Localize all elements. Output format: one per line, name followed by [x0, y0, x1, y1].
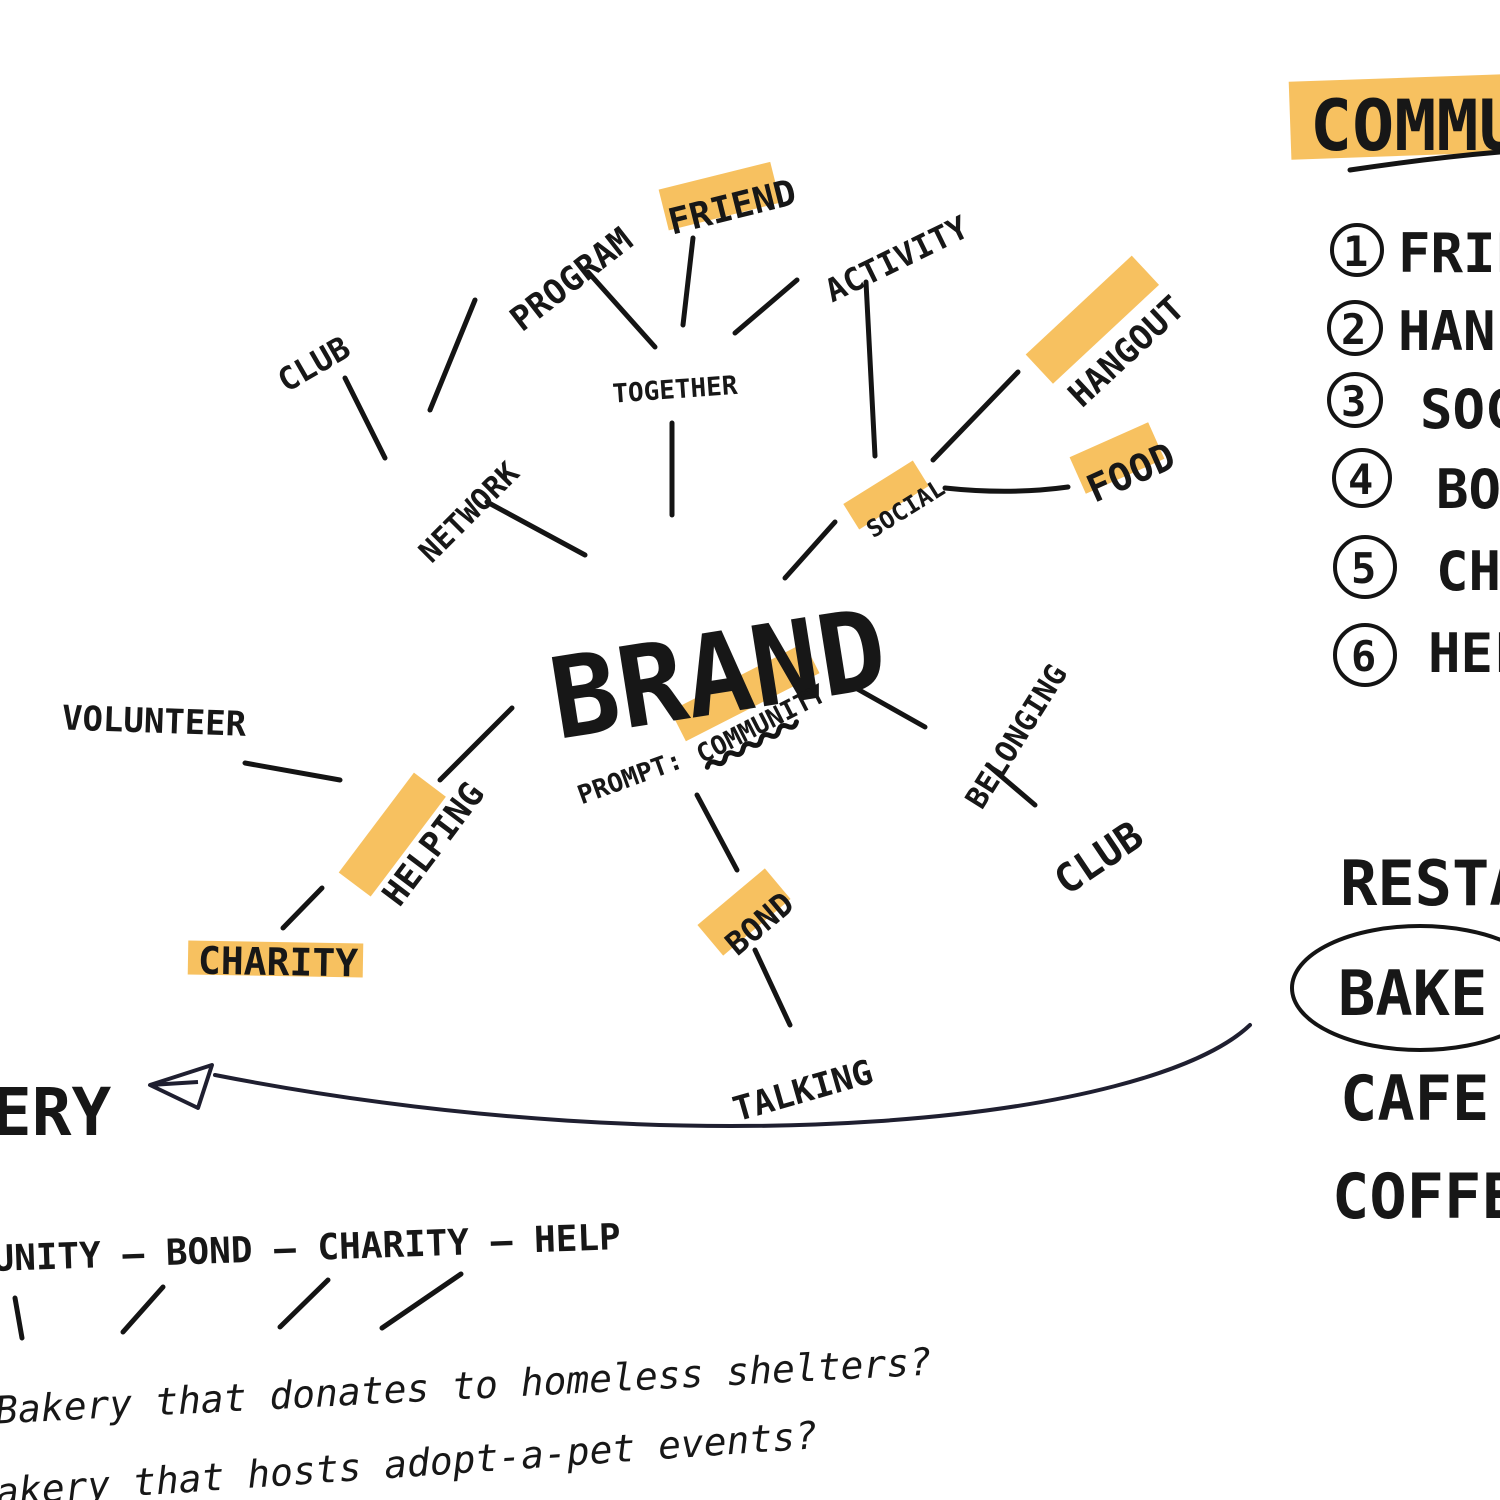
list-item-number: 4: [1348, 455, 1373, 504]
number-circle: [1327, 372, 1383, 428]
tick-mark-3: [277, 1277, 331, 1330]
highlight-hangout: [1025, 255, 1160, 384]
list-item-number: 6: [1351, 632, 1376, 681]
idea-note-2: akery that hosts adopt-a-pet events?: [0, 1413, 819, 1500]
highlight-list-title: [1288, 74, 1500, 160]
list-item-6: 6 HEL: [1333, 622, 1500, 687]
list-item-number: 3: [1341, 377, 1366, 426]
node-program: PROGRAM: [503, 220, 641, 340]
list-item-4: 4 BON: [1332, 448, 1500, 521]
list-item-label: FRIE: [1398, 222, 1500, 285]
node-talking: TALKING: [729, 1052, 878, 1130]
line-activity-social: [863, 279, 878, 459]
list-item-5: 5 CHA: [1333, 535, 1500, 603]
node-charity: CHARITY: [198, 939, 359, 986]
tick-mark-2: [120, 1284, 166, 1335]
community-underline: [704, 719, 799, 770]
highlights: [187, 74, 1500, 978]
node-activity: ACTIVITY: [819, 208, 975, 310]
list-title-underline: [1347, 149, 1500, 173]
node-together: TOGETHER: [611, 371, 738, 410]
line-friend-together: [680, 235, 696, 328]
line-brand-bond: [694, 792, 740, 873]
business-type-restaurant: RESTAU: [1340, 847, 1500, 920]
line-network-brand: [484, 499, 588, 558]
arrow-curve: [213, 1023, 1252, 1128]
list-item-label: BON: [1436, 458, 1500, 521]
highlight-charity: [187, 940, 364, 978]
line-brand-social: [782, 519, 838, 581]
highlight-friend: [658, 161, 781, 231]
connector-lines: [242, 235, 1071, 1028]
list-item-label: CHA: [1436, 540, 1500, 603]
list-item-label: HAN: [1398, 300, 1496, 363]
business-type-cafe: CAFE: [1340, 1062, 1489, 1135]
list-item-1: 1 FRIE: [1330, 222, 1500, 285]
highlight-bond: [697, 868, 791, 956]
line-bond-talking: [752, 947, 793, 1028]
number-circle: [1333, 535, 1397, 599]
list-item-number: 5: [1351, 544, 1376, 593]
node-club-top: CLUB: [271, 329, 357, 400]
line-volunteer-helping: [242, 760, 343, 783]
keyword-chain: UNITY — BOND — CHARITY — HELP: [0, 1217, 621, 1280]
arrowhead-icon: [148, 1063, 214, 1110]
tick-mark-4: [379, 1271, 464, 1331]
ranked-list: COMMU 1 FRIE 2 HAN 3 SOC 4 BON 5 CHA: [1310, 85, 1500, 687]
highlight-food: [1069, 422, 1165, 494]
line-helping-charity: [280, 885, 325, 931]
business-type-bakery: BAKE: [1338, 957, 1487, 1030]
number-circle: [1332, 448, 1392, 508]
line-activity-together: [732, 277, 800, 336]
line-brand-belonging: [842, 679, 928, 730]
arrowhead-icon-center: [149, 1080, 199, 1087]
bakery-title-fragment: ERY: [0, 1074, 111, 1151]
number-circle: [1330, 223, 1384, 277]
line-social-food: [942, 484, 1071, 494]
list-item-label: SOC: [1420, 378, 1500, 441]
curved-arrow: [148, 1023, 1252, 1128]
line-belonging-club: [985, 762, 1038, 808]
list-item-label: HEL: [1428, 622, 1500, 685]
list-item-2: 2 HAN: [1327, 300, 1496, 363]
highlight-helping: [338, 772, 446, 897]
highlight-community: [670, 642, 820, 742]
number-circle: [1327, 300, 1383, 356]
bottom-notes: ERY UNITY — BOND — CHARITY — HELP Bakery…: [0, 1074, 933, 1500]
line-helping-brand: [437, 705, 515, 783]
node-club-right: CLUB: [1046, 813, 1152, 905]
highlight-social: [843, 460, 929, 530]
list-item-number: 2: [1341, 305, 1366, 354]
number-circle: [1333, 623, 1397, 687]
list-item-number: 1: [1343, 227, 1368, 276]
line-club-network: [342, 375, 388, 461]
line-network-program: [427, 297, 478, 413]
line-program-together: [585, 269, 658, 350]
line-social-hangout: [930, 369, 1021, 463]
list-item-3: 3 SOC: [1327, 372, 1500, 441]
tick-mark-1: [12, 1295, 25, 1341]
selection-circle: [1290, 924, 1500, 1052]
node-volunteer: VOLUNTEER: [61, 698, 247, 744]
